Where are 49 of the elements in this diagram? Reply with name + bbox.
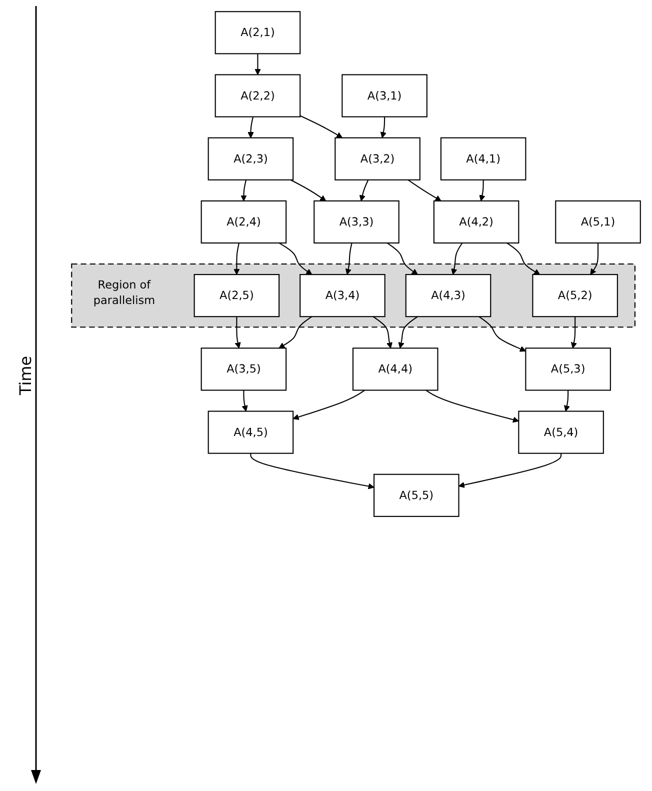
arrow <box>359 180 369 202</box>
arrow <box>242 390 248 412</box>
arrow <box>300 115 343 138</box>
node-box: A(5,4) <box>518 410 604 454</box>
arrow <box>479 180 486 202</box>
node-box: A(3,4) <box>300 274 386 318</box>
arrow <box>458 453 562 488</box>
arrow <box>506 242 540 275</box>
node-box: A(5,2) <box>532 274 618 318</box>
node-box: A(4,5) <box>208 410 294 454</box>
arrow <box>290 179 326 202</box>
arrow <box>345 242 352 275</box>
arrow <box>426 390 519 423</box>
node-box: A(3,5) <box>200 348 287 391</box>
arrow <box>278 316 312 348</box>
arrow <box>570 316 577 348</box>
node-box: A(5,1) <box>555 200 641 244</box>
node-box: A(2,1) <box>214 11 301 54</box>
node-box: A(3,2) <box>334 137 420 180</box>
node-box: A(2,5) <box>194 274 280 318</box>
node-box: A(2,4) <box>200 200 287 244</box>
arrow <box>386 242 418 275</box>
arrow <box>234 242 240 275</box>
node-box: A(2,2) <box>214 74 301 118</box>
arrow <box>234 316 241 348</box>
arrow <box>564 390 570 412</box>
arrow <box>250 453 374 490</box>
node-box: A(5,5) <box>374 474 460 517</box>
arrow <box>254 54 261 75</box>
node-box: A(4,4) <box>352 348 438 391</box>
node-box: A(4,1) <box>440 137 526 180</box>
arrow <box>590 242 599 275</box>
node-box: A(4,3) <box>405 274 492 318</box>
arrow <box>372 316 392 348</box>
node-box: A(3,3) <box>314 200 400 244</box>
arrow <box>451 242 463 275</box>
arrow <box>240 180 247 202</box>
arrow <box>380 116 386 138</box>
arrow <box>292 390 366 420</box>
axis-label: Time <box>16 356 36 396</box>
arrow <box>408 179 442 202</box>
arrow <box>398 316 418 348</box>
arrow <box>478 316 526 352</box>
node-box: A(5,3) <box>525 348 611 391</box>
arrow <box>248 116 254 138</box>
node-box: A(3,1) <box>342 74 428 118</box>
node-box: A(2,3) <box>208 137 294 180</box>
node-box: A(4,2) <box>433 200 520 244</box>
arrow <box>278 242 312 275</box>
